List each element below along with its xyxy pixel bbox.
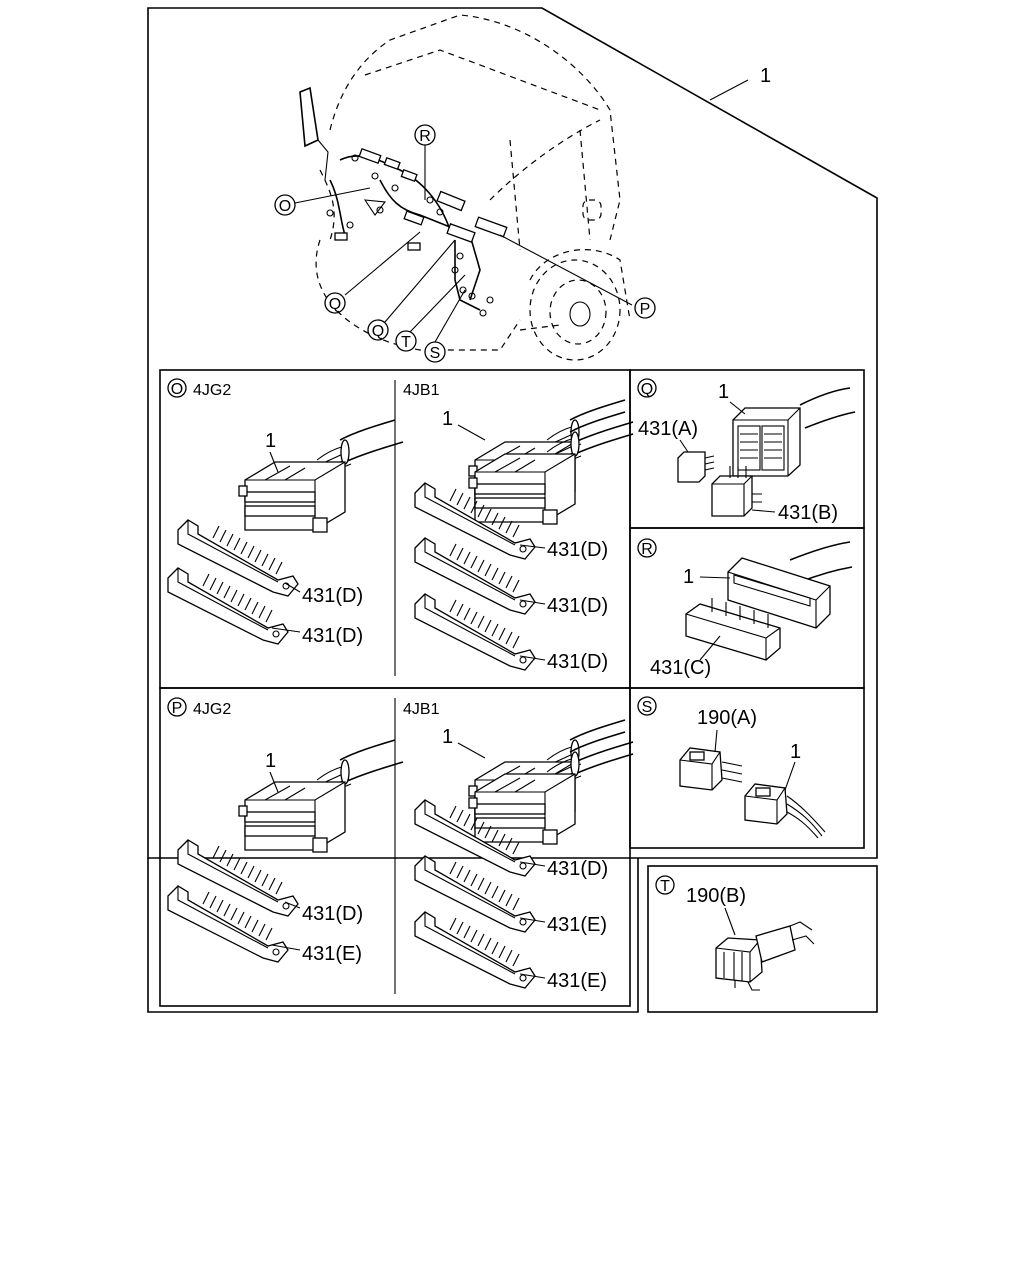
panel-p-engine-4jb1: 4JB1 [403,701,440,718]
panel-p-4jb1-part-431e-2: 431(E) [547,970,607,992]
callout-o-label: O [279,198,291,215]
callout-t: T [395,330,417,352]
panel-p-4jb1-item-1: 1 [442,726,453,748]
panel-r: R 1 431(C) [637,538,853,679]
panel-s-item-1: 1 [790,741,801,763]
panel-o-engine-4jg2: 4JG2 [193,382,231,399]
panel-o-4jg2-item-1: 1 [265,430,276,452]
callout-s-label: S [430,345,441,362]
panel-r-item-1: 1 [683,566,694,588]
callout-p: P [634,297,656,319]
item-number-1: 1 [760,65,771,87]
panel-o-4jg2-part-431d-1: 431(D) [302,585,363,607]
panel-s: S 190(A) 1 [637,696,826,839]
panel-q-tag: Q [641,381,653,398]
panel-p-4jg2-item-1: 1 [265,750,276,772]
callout-q-2: Q [367,319,389,341]
panel-p-4jb1-part-431e-1: 431(E) [547,914,607,936]
panel-s-tag: S [642,699,653,716]
panel-o-4jg2-part-431d-2: 431(D) [302,625,363,647]
panel-q: Q 1 431(A) 431(B) [637,378,856,524]
panel-r-part-431c: 431(C) [650,657,711,679]
callout-r-label: R [419,128,431,145]
outer-frame [147,7,878,859]
panel-p-tag: P [172,700,183,717]
callout-q-1: Q [324,292,346,314]
panel-o-4jb1-item-1: 1 [442,408,453,430]
panel-t-tag: T [660,878,670,895]
panel-s-part-190a: 190(A) [697,707,757,729]
callout-s: S [424,341,446,363]
panel-p: P 4JG2 4JB1 1 431(D) 431(E) 1 431(D) 431… [167,697,634,992]
panel-p-4jb1-part-431d: 431(D) [547,858,608,880]
truck-cab-illustration [294,14,749,361]
panel-r-tag: R [641,541,653,558]
panel-o-tag: O [171,381,183,398]
panel-q-part-431a: 431(A) [638,418,698,440]
panel-o-engine-4jb1: 4JB1 [403,382,440,399]
panel-q-item-1: 1 [718,381,729,403]
panel-t-part-190b: 190(B) [686,885,746,907]
panel-o-4jb1-part-431d-3: 431(D) [547,651,608,673]
panel-o-4jb1-part-431d-2: 431(D) [547,595,608,617]
callout-p-label: P [640,301,651,318]
panel-p-4jg2-part-431e: 431(E) [302,943,362,965]
panel-p-engine-4jg2: 4JG2 [193,701,231,718]
panel-p-4jg2-part-431d: 431(D) [302,903,363,925]
panel-q-part-431b: 431(B) [778,502,838,524]
callout-t-label: T [401,334,411,351]
outer-frame-lower [147,858,639,1013]
callout-q-1-label: Q [329,296,341,313]
callout-o: O [274,194,296,216]
panel-t: T 190(B) [655,875,815,991]
panel-t-frame [647,865,878,1013]
callout-q-2-label: Q [372,323,384,340]
panel-s-frame [629,687,865,849]
panel-o-4jb1-part-431d-1: 431(D) [547,539,608,561]
panel-o: O 4JG2 4JB1 1 431(D) 431(D) 1 431(D) 431… [167,378,634,673]
callout-r: R [414,124,436,146]
